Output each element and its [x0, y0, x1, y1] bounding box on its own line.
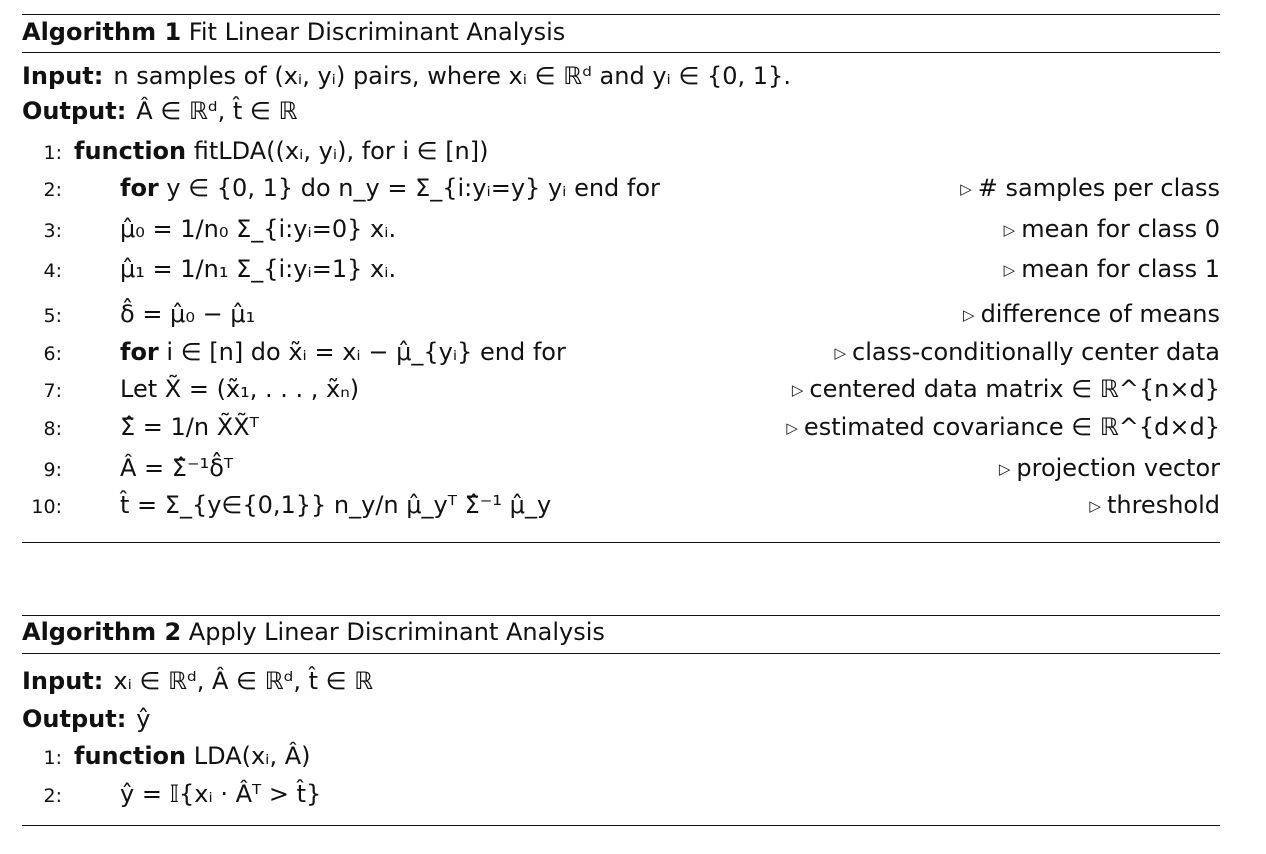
line-number: 1: [43, 747, 63, 769]
bottom-rule [22, 825, 1220, 826]
line-code: Â = Σ̂⁻¹δ̂ᵀ [120, 454, 234, 482]
keyword: function [74, 742, 187, 770]
line-code: μ̂₁ = 1/n₁ Σ_{i:yᵢ=1} xᵢ. [120, 255, 397, 283]
line-number: 2: [43, 179, 63, 201]
input-text: xᵢ ∈ ℝᵈ, Â ∈ ℝᵈ, t̂ ∈ ℝ [113, 667, 374, 695]
comment-text: centered data matrix ∈ ℝ^{n×d} [809, 375, 1220, 403]
algo-line: 2: ŷ = 𝕀{xᵢ · Âᵀ > t̂} [22, 780, 1220, 814]
line-number: 8: [43, 418, 63, 440]
line-number: 4: [43, 260, 63, 282]
line-code: function LDA(xᵢ, Â) [74, 742, 311, 770]
line-text: y ∈ {0, 1} do n_y = Σ_{i:yᵢ=y} yᵢ end fo… [166, 174, 660, 202]
top-rule [22, 14, 1220, 15]
keyword: for [120, 338, 159, 366]
line-comment: ▷ # samples per class [960, 174, 1220, 202]
output-text: ŷ [136, 705, 151, 733]
line-comment: ▷ projection vector [999, 454, 1220, 482]
algo-line: 4: μ̂₁ = 1/n₁ Σ_{i:yᵢ=1} xᵢ. ▷ mean for c… [22, 255, 1221, 289]
output-label: Output: [22, 97, 127, 125]
algo-line: 10: t̂ = Σ_{y∈{0,1}} n_y/n μ̂_yᵀ Σ̂⁻¹ μ̂… [22, 491, 1220, 525]
input-label: Input: [22, 62, 104, 90]
line-text: i ∈ [n] do x̃ᵢ = xᵢ − μ̂_{yᵢ} end for [166, 338, 566, 366]
comment-text: # samples per class [977, 174, 1220, 202]
input-line: Input: xᵢ ∈ ℝᵈ, Â ∈ ℝᵈ, t̂ ∈ ℝ [22, 667, 1220, 701]
algo-line: 1: function fitLDA((xᵢ, yᵢ), for i ∈ [n]… [22, 137, 1220, 171]
line-code: δ̂ = μ̂₀ − μ̂₁ [120, 300, 256, 328]
comment-triangle-icon: ▷ [1003, 221, 1016, 239]
algo-line: 8: Σ̂ = 1/n X̃X̃ᵀ ▷ estimated covariance … [22, 413, 1221, 447]
line-code: t̂ = Σ_{y∈{0,1}} n_y/n μ̂_yᵀ Σ̂⁻¹ μ̂_y [120, 491, 552, 519]
comment-triangle-icon: ▷ [1003, 261, 1016, 279]
comment-text: class-conditionally center data [852, 338, 1220, 366]
line-number: 10: [31, 496, 62, 518]
keyword: function [74, 137, 187, 165]
algo-line: 7: Let X̃ = (x̃₁, . . . , x̃ₙ) ▷ centered… [22, 375, 1221, 409]
comment-text: difference of means [980, 300, 1220, 328]
algorithm-2-title: Algorithm 2 Apply Linear Discriminant An… [22, 618, 605, 646]
algo-line: 9: Â = Σ̂⁻¹δ̂ᵀ ▷ projection vector [22, 454, 1221, 488]
line-number: 5: [43, 305, 63, 327]
algo-line: 5: δ̂ = μ̂₀ − μ̂₁ ▷ difference of means [22, 300, 1221, 334]
algorithm-number: Algorithm 1 [22, 18, 182, 46]
comment-text: mean for class 0 [1021, 215, 1220, 243]
line-number: 1: [43, 142, 63, 164]
algorithm-name: Fit Linear Discriminant Analysis [188, 18, 566, 46]
line-comment: ▷ mean for class 0 [1004, 215, 1220, 243]
comment-triangle-icon: ▷ [834, 344, 847, 362]
algo-line: 2: for y ∈ {0, 1} do n_y = Σ_{i:yᵢ=y} yᵢ… [22, 174, 1221, 208]
algo-line: 3: μ̂₀ = 1/n₀ Σ_{i:yᵢ=0} xᵢ. ▷ mean for c… [22, 215, 1221, 249]
line-text: LDA(xᵢ, Â) [193, 742, 311, 770]
title-rule [22, 52, 1220, 53]
bottom-rule [22, 542, 1220, 543]
comment-text: estimated covariance ∈ ℝ^{d×d} [803, 413, 1220, 441]
output-text: Â ∈ ℝᵈ, t̂ ∈ ℝ [136, 97, 298, 125]
line-number: 6: [43, 343, 63, 365]
line-text: fitLDA((xᵢ, yᵢ), for i ∈ [n]) [193, 137, 489, 165]
line-code: ŷ = 𝕀{xᵢ · Âᵀ > t̂} [120, 780, 322, 808]
algorithm-name: Apply Linear Discriminant Analysis [188, 618, 605, 646]
comment-triangle-icon: ▷ [998, 460, 1011, 478]
line-comment: ▷ threshold [1089, 491, 1220, 519]
comment-triangle-icon: ▷ [963, 306, 975, 324]
line-number: 2: [43, 785, 63, 807]
title-rule [22, 653, 1220, 654]
line-comment: ▷ estimated covariance ∈ ℝ^{d×d} [786, 413, 1220, 441]
line-code: Let X̃ = (x̃₁, . . . , x̃ₙ) [120, 375, 360, 403]
comment-text: mean for class 1 [1021, 255, 1220, 283]
comment-triangle-icon: ▷ [1089, 497, 1101, 515]
line-code: μ̂₀ = 1/n₀ Σ_{i:yᵢ=0} xᵢ. [120, 215, 397, 243]
algorithm-1-title: Algorithm 1 Fit Linear Discriminant Anal… [22, 18, 565, 46]
algorithm-number: Algorithm 2 [22, 618, 182, 646]
keyword: for [120, 174, 159, 202]
line-number: 7: [43, 380, 63, 402]
algo-line: 1: function LDA(xᵢ, Â) [22, 742, 1220, 776]
comment-triangle-icon: ▷ [786, 419, 798, 437]
line-comment: ▷ mean for class 1 [1004, 255, 1220, 283]
line-code: for i ∈ [n] do x̃ᵢ = xᵢ − μ̂_{yᵢ} end fo… [120, 338, 566, 366]
input-line: Input: n samples of (xᵢ, yᵢ) pairs, where… [22, 62, 1220, 96]
comment-triangle-icon: ▷ [960, 180, 972, 198]
line-comment: ▷ class-conditionally center data [834, 338, 1220, 366]
comment-text: projection vector [1016, 454, 1220, 482]
line-comment: ▷ difference of means [963, 300, 1220, 328]
input-text: n samples of (xᵢ, yᵢ) pairs, where xᵢ ∈ … [113, 62, 791, 90]
line-number: 3: [43, 220, 63, 242]
algo-line: 6: for i ∈ [n] do x̃ᵢ = xᵢ − μ̂_{yᵢ} end… [22, 338, 1221, 372]
line-code: for y ∈ {0, 1} do n_y = Σ_{i:yᵢ=y} yᵢ en… [120, 174, 660, 202]
line-code: function fitLDA((xᵢ, yᵢ), for i ∈ [n]) [74, 137, 489, 165]
line-comment: ▷ centered data matrix ∈ ℝ^{n×d} [792, 375, 1220, 403]
comment-triangle-icon: ▷ [791, 381, 804, 399]
line-code: Σ̂ = 1/n X̃X̃ᵀ [120, 413, 259, 441]
input-label: Input: [22, 667, 104, 695]
output-line: Output: Â ∈ ℝᵈ, t̂ ∈ ℝ [22, 97, 1220, 131]
line-number: 9: [43, 459, 63, 481]
output-label: Output: [22, 705, 127, 733]
output-line: Output: ŷ [22, 705, 1220, 739]
top-rule [22, 615, 1220, 616]
comment-text: threshold [1106, 491, 1220, 519]
